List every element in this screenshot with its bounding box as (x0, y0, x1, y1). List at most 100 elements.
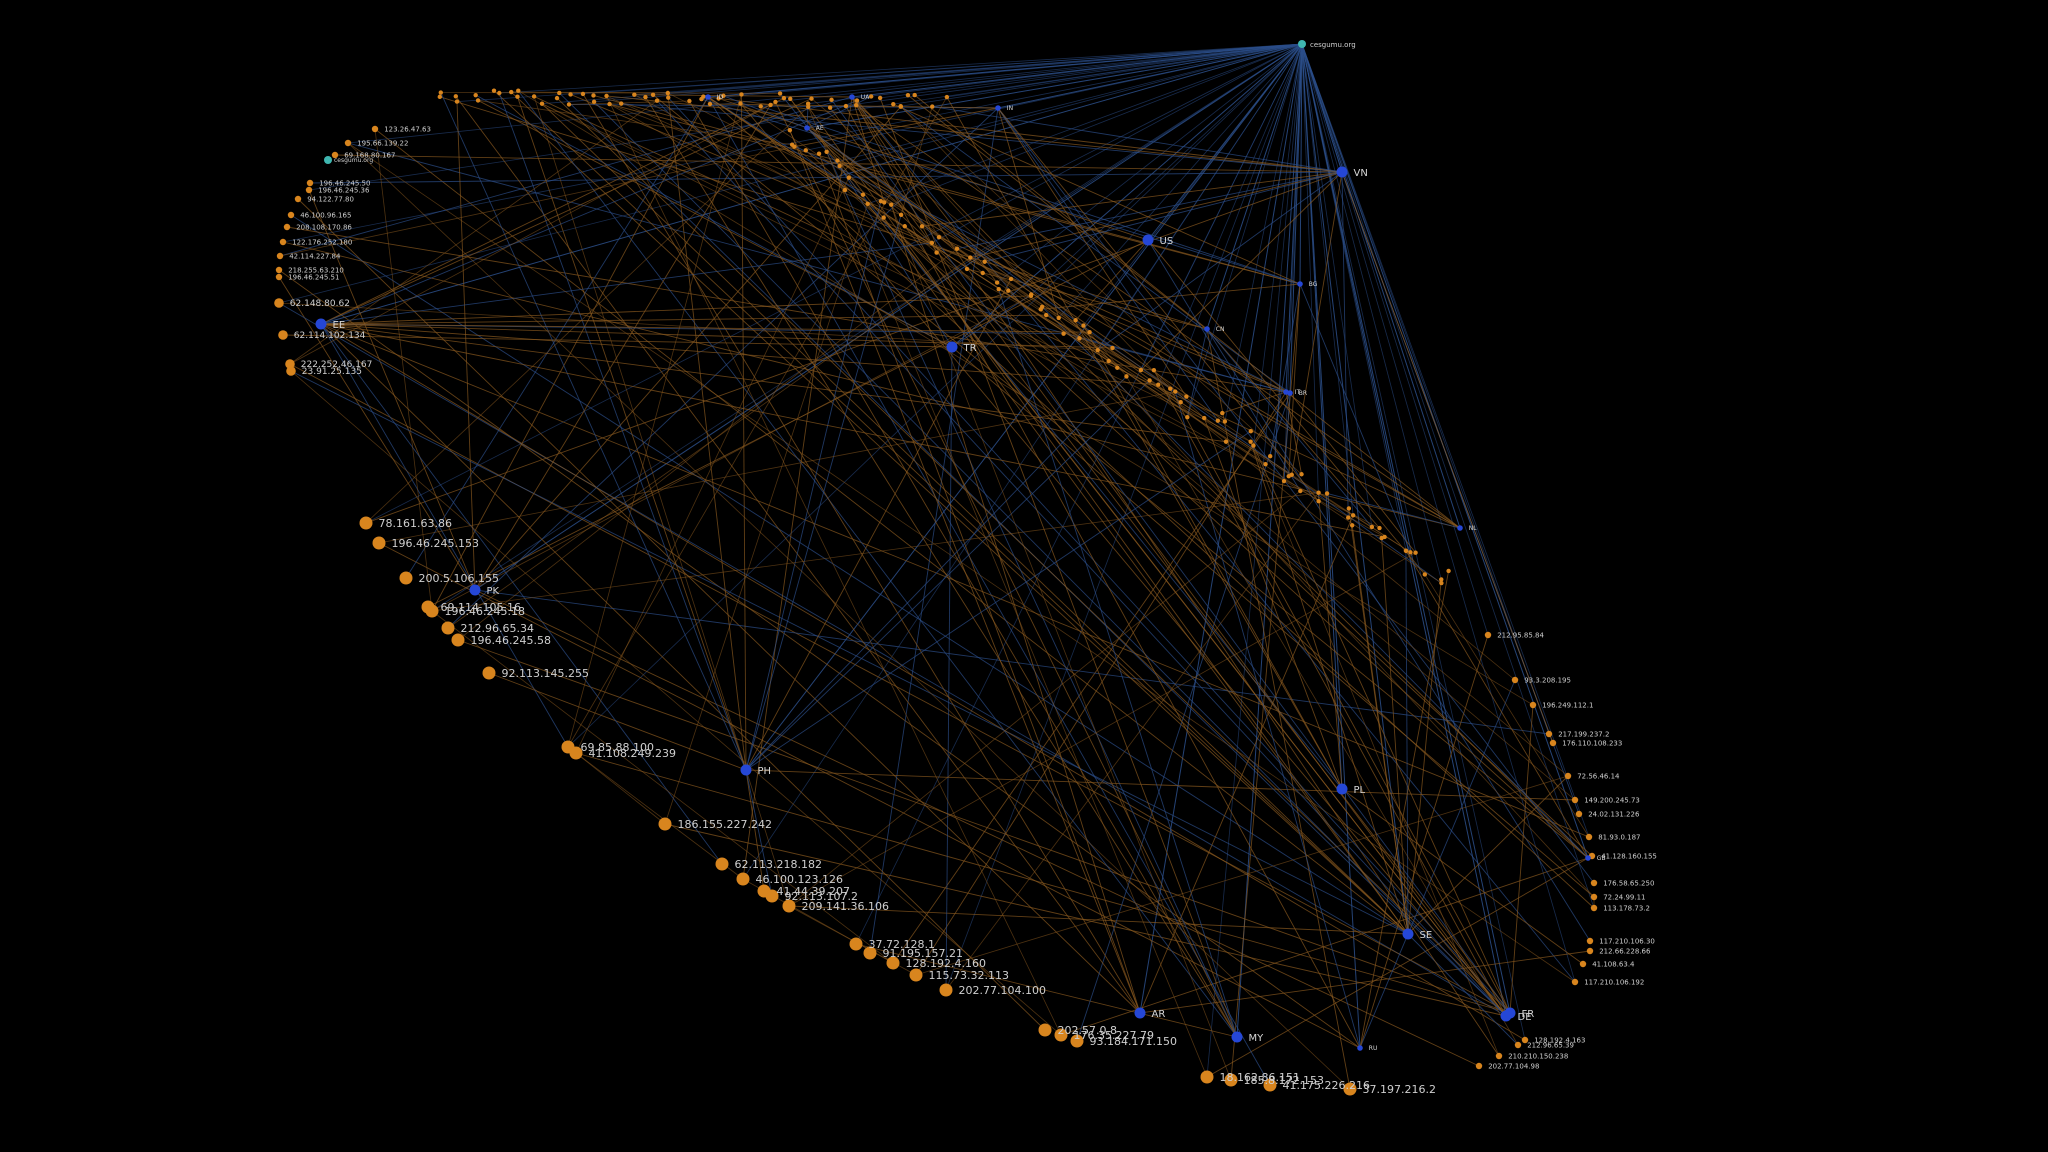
ip-node[interactable] (1038, 1023, 1052, 1037)
ip-node-small[interactable] (1299, 472, 1304, 477)
country-node-ar[interactable] (1134, 1007, 1146, 1019)
ip-node-small[interactable] (1316, 499, 1321, 504)
ip-node-small[interactable] (835, 158, 840, 163)
ip-node-small[interactable] (792, 144, 797, 149)
hub-node[interactable] (1298, 40, 1306, 48)
country-node-pk[interactable] (469, 584, 481, 596)
ip-node[interactable] (275, 266, 283, 274)
ip-node[interactable] (1495, 1052, 1503, 1060)
ip-node-small[interactable] (654, 98, 660, 103)
ip-node-small[interactable] (1168, 386, 1173, 391)
ip-node[interactable] (909, 968, 923, 982)
ip-node-small[interactable] (666, 95, 671, 100)
ip-node[interactable] (736, 872, 750, 886)
ip-node[interactable] (482, 666, 496, 680)
ip-node-small[interactable] (475, 98, 481, 103)
ip-node-small[interactable] (902, 224, 907, 229)
ip-node-small[interactable] (846, 175, 851, 180)
ip-node[interactable] (441, 621, 455, 635)
ip-node-small[interactable] (1377, 525, 1382, 531)
ip-node-small[interactable] (954, 246, 960, 251)
ip-node-small[interactable] (877, 95, 883, 101)
ip-node-small[interactable] (515, 94, 520, 99)
ip-node-small[interactable] (604, 93, 609, 99)
ip-node-small[interactable] (566, 102, 572, 107)
ip-node-small[interactable] (531, 94, 537, 99)
ip-node-small[interactable] (994, 280, 1000, 285)
ip-node[interactable] (1579, 960, 1587, 968)
ip-node-small[interactable] (803, 148, 808, 153)
ip-node[interactable] (1586, 947, 1594, 955)
ip-node[interactable] (1586, 937, 1594, 945)
ip-node[interactable] (1571, 978, 1579, 986)
ip-node-small[interactable] (996, 287, 1001, 292)
country-node-bg[interactable] (1297, 281, 1303, 287)
ip-node-small[interactable] (878, 198, 884, 204)
ip-node-small[interactable] (929, 240, 935, 246)
ip-node-small[interactable] (1422, 572, 1428, 577)
ip-node-small[interactable] (809, 96, 814, 101)
ip-node[interactable] (1263, 1078, 1277, 1092)
ip-node-small[interactable] (1124, 374, 1129, 379)
ip-node-small[interactable] (1006, 288, 1011, 293)
ip-node-small[interactable] (868, 94, 874, 99)
ip-node-small[interactable] (968, 255, 973, 260)
country-node-gb[interactable] (1585, 855, 1591, 861)
ip-node[interactable] (715, 857, 729, 871)
ip-node[interactable] (1529, 701, 1537, 709)
ip-node-small[interactable] (1408, 550, 1413, 555)
ip-node[interactable] (1484, 631, 1492, 639)
country-node-ph[interactable] (740, 764, 752, 776)
ip-node-small[interactable] (1298, 488, 1303, 494)
ip-node-small[interactable] (632, 92, 637, 97)
ip-node-small[interactable] (824, 149, 829, 154)
ip-node[interactable] (279, 238, 287, 246)
ip-node-small[interactable] (1223, 439, 1229, 444)
ip-node-small[interactable] (1263, 461, 1268, 467)
ip-node-small[interactable] (806, 104, 811, 110)
ip-node-small[interactable] (1346, 506, 1352, 511)
ip-node[interactable] (1590, 879, 1598, 887)
ip-node[interactable] (658, 817, 672, 831)
ip-node-small[interactable] (716, 96, 721, 101)
ip-node-small[interactable] (1073, 318, 1078, 323)
ip-node-small[interactable] (1215, 418, 1221, 423)
ip-node-small[interactable] (1403, 548, 1409, 554)
ip-node[interactable] (372, 536, 386, 550)
ip-node[interactable] (1054, 1028, 1068, 1042)
ip-node-small[interactable] (1077, 336, 1082, 341)
ip-node-small[interactable] (1248, 439, 1253, 444)
ip-node-small[interactable] (1267, 454, 1273, 459)
ip-node-small[interactable] (843, 103, 849, 109)
ip-node[interactable] (1545, 730, 1553, 738)
country-node-tr[interactable] (946, 341, 958, 353)
country-node-ae[interactable] (804, 125, 810, 131)
ip-node-small[interactable] (889, 202, 894, 207)
country-node-fr[interactable] (1504, 1007, 1516, 1019)
ip-node-small[interactable] (1185, 415, 1190, 420)
ip-node[interactable] (425, 604, 439, 618)
ip-node-small[interactable] (944, 94, 950, 100)
ip-node[interactable] (344, 139, 352, 147)
ip-node-small[interactable] (1178, 400, 1183, 405)
ip-node-small[interactable] (1324, 491, 1330, 496)
ip-node-small[interactable] (619, 101, 624, 106)
ip-node-small[interactable] (1044, 312, 1049, 318)
ip-node[interactable] (275, 273, 283, 281)
ip-node[interactable] (863, 946, 877, 960)
ip-node[interactable] (306, 179, 314, 187)
ip-node-small[interactable] (1081, 323, 1086, 328)
country-node-nl[interactable] (1457, 525, 1463, 531)
ip-node-small[interactable] (854, 102, 859, 108)
ip-node[interactable] (276, 252, 284, 260)
ip-node-small[interactable] (1413, 550, 1418, 555)
ip-node-small[interactable] (1106, 358, 1111, 364)
ip-node-small[interactable] (539, 101, 545, 106)
ip-node-small[interactable] (829, 97, 834, 103)
ip-node-small[interactable] (891, 101, 896, 107)
ip-node-small[interactable] (1439, 580, 1444, 586)
ip-node[interactable] (1475, 1062, 1483, 1070)
ip-node-small[interactable] (1156, 382, 1161, 387)
ip-node-small[interactable] (919, 224, 925, 229)
ip-node-small[interactable] (898, 104, 903, 109)
